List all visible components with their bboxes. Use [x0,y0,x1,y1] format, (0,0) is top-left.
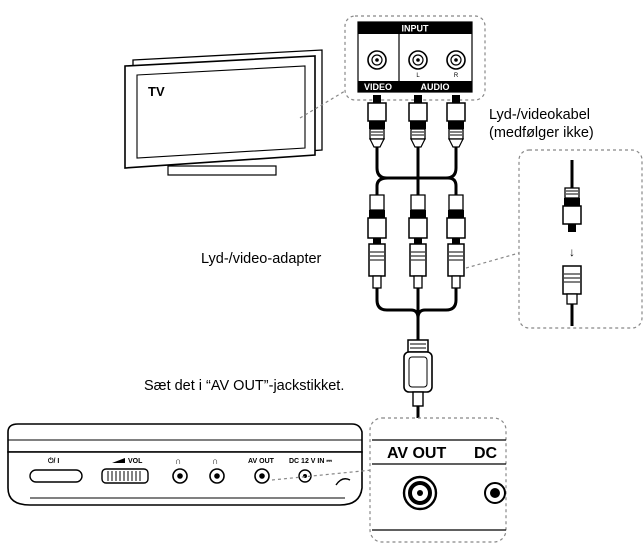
volume-icon [112,458,125,463]
audio-left-label: L [416,73,420,79]
zoom-dc-jack [484,482,506,504]
cable-label-line1: Lyd-/videokabel [489,107,590,123]
av-minijack-plug [403,339,433,433]
adapter-wires [375,288,458,340]
tv-input-panel: INPUT L R VIDEO AUDIO [344,15,486,101]
av-adapter [368,243,465,289]
zoom-dc-label: DC [474,445,498,462]
zoom-av-out-label: AV OUT [387,445,446,462]
cable-label-line2: (medfølger ikke) [489,125,594,141]
headphone-icon-2: ∩ [212,456,218,466]
dc-in-label: DC 12 V IN ⎓ [289,458,332,465]
cable-plug-set [367,194,466,244]
audio-right-label: R [454,73,459,79]
video-label: VIDEO [364,82,392,92]
vol-label: VOL [128,458,143,465]
input-header: INPUT [402,24,430,34]
audio-left-jack [408,50,428,70]
tv-label: TV [148,84,165,99]
video-jack [367,50,387,70]
audio-label: AUDIO [421,82,450,92]
av-cable [375,147,458,195]
zoom-av-out-jack [402,475,438,511]
av-out-label: AV OUT [248,458,275,465]
instruction-label: Sæt det i “AV OUT”-jackstikket. [144,378,344,394]
down-arrow-icon: ↓ [569,245,575,259]
tv-illustration: TV [124,49,323,176]
cable-detail-callout: ↓ [518,149,643,329]
power-label: ⏻/ I [48,457,59,465]
headphone-icon-1: ∩ [175,456,181,466]
portable-player: ⏻/ I VOL ∩ ∩ AV OUT DC 12 V IN ⎓ [7,423,363,506]
av-out-zoom: AV OUT DC [369,417,507,543]
tv-side-plugs [367,95,466,148]
audio-right-jack [446,50,466,70]
adapter-label: Lyd-/video-adapter [201,251,322,267]
